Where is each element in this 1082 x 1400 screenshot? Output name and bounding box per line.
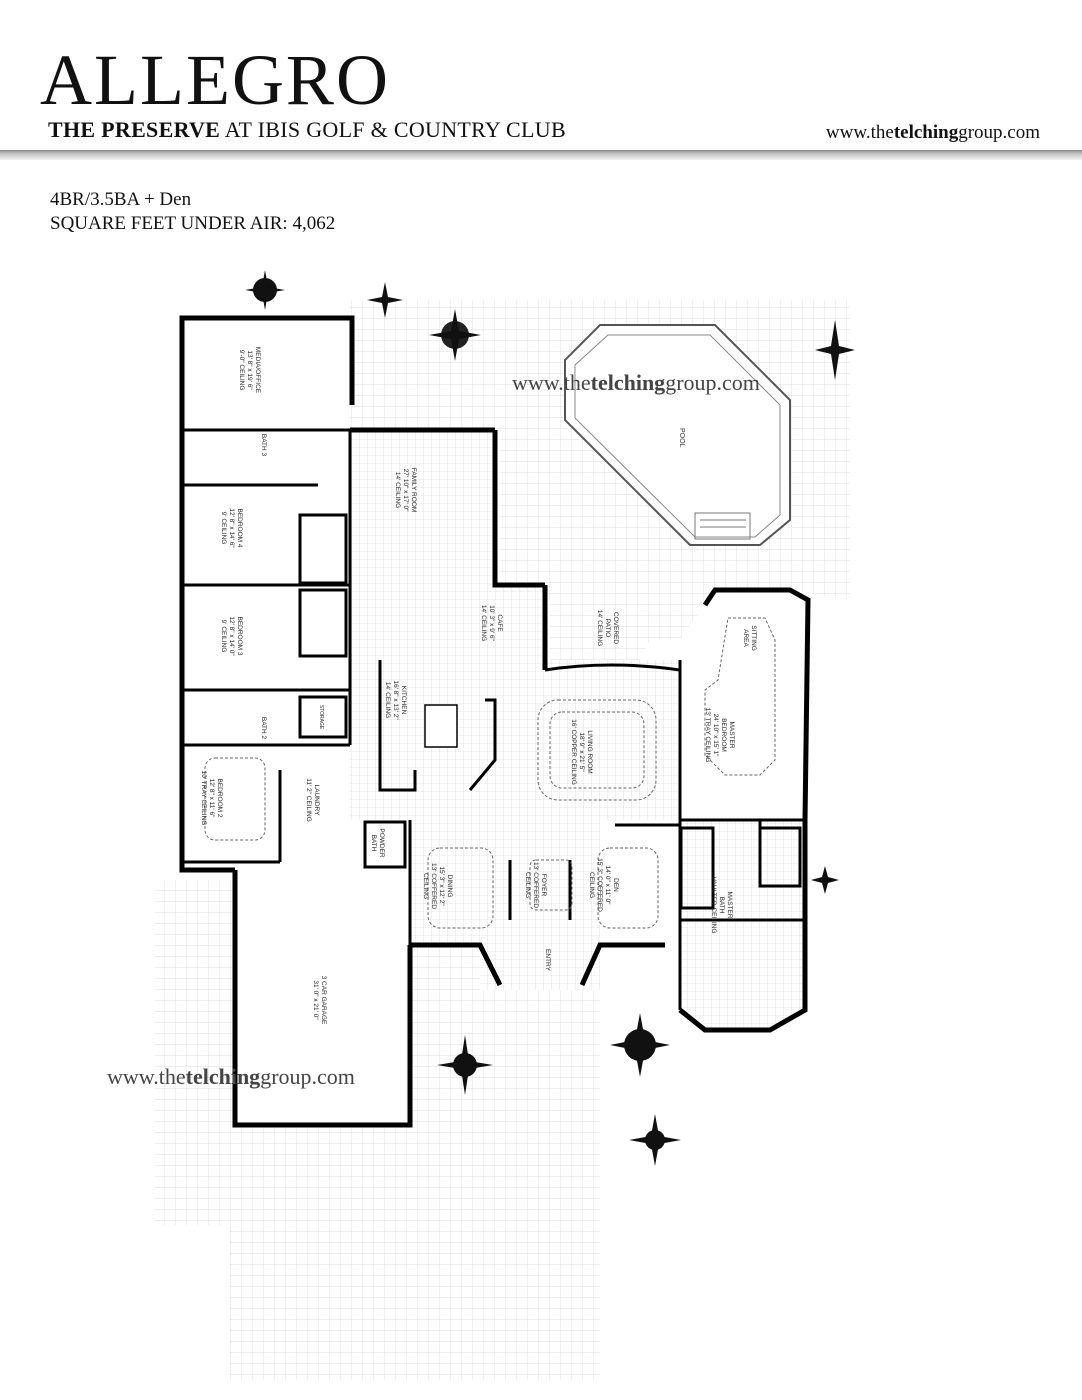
bedroom2-label: BEDROOM 212' 8" x 11' 6"10' TRAY CEILING: [200, 771, 223, 826]
page-subtitle: THE PRESERVE AT IBIS GOLF & COUNTRY CLUB: [48, 117, 566, 143]
watermark-bottom: www.thetelchinggroup.com: [107, 1064, 355, 1090]
subtitle-rest: AT IBIS GOLF & COUNTRY CLUB: [220, 117, 566, 142]
interior-walls: [182, 428, 805, 1010]
family-room-label: FAMILY ROOM27' 10" x 17' 0"14' CEILING: [394, 468, 417, 513]
plant-icon: [629, 1114, 681, 1166]
kitchen-island: [424, 704, 458, 748]
den-label: DEN14' 0" x 11' 0"15' 3" COFFEREDCEILING: [588, 858, 619, 912]
watermark-top: www.thetelchinggroup.com: [512, 370, 760, 396]
plant-icon: [367, 282, 403, 318]
watermark-part: www.the: [107, 1064, 186, 1089]
room-labels: MEDIA/OFFICE13' 8" x 19' 6"9'-0" CEILING…: [200, 347, 757, 1025]
bath3-label: BATH 3: [260, 434, 267, 457]
plant-icon: [429, 309, 481, 361]
media-office-label: MEDIA/OFFICE13' 8" x 19' 6"9'-0" CEILING: [238, 347, 261, 394]
dining-label: DINING15' 3" x 12' 2"13' COFFEREDCEILING: [422, 863, 453, 909]
foyer-label: FOYER13' COFFEREDCEILING: [524, 862, 547, 908]
cafe-label: CAFE10' 3" x 9' 6"14' CEILING: [480, 605, 503, 642]
watermark-part: www.the: [512, 370, 591, 395]
plant-icon: [811, 866, 839, 894]
website-link[interactable]: www.thetelchinggroup.com: [826, 122, 1040, 144]
landscaping: [245, 270, 855, 1166]
bedroom4-label: BEDROOM 412' 8" x 14' 6"9' CEILING: [220, 508, 243, 548]
specs-square-feet: SQUARE FEET UNDER AIR: 4,062: [50, 213, 336, 234]
plant-icon: [245, 270, 285, 310]
entry-label: ENTRY: [544, 949, 551, 972]
ceiling-outlines: [204, 617, 776, 929]
header-rule: [0, 150, 1082, 160]
watermark-part-bold: telching: [185, 1064, 261, 1089]
kitchen-label: KITCHEN16' 8" x 13' 2"14' CEILING: [384, 680, 407, 720]
plant-icon: [610, 1013, 670, 1077]
master-bath-label: MASTERBATHVAULTED CEILING: [710, 877, 733, 934]
specs: 4BR/3.5BA + Den SQUARE FEET UNDER AIR: 4…: [50, 188, 335, 236]
laundry-label: LAUNDRY11' 2" CEILING: [305, 778, 320, 822]
page-title: ALLEGRO: [40, 40, 390, 120]
powder-label: POWDERBATH: [370, 828, 385, 858]
watermark-part: group.com: [665, 370, 760, 395]
living-room-label: LIVING ROOM18' 9" x 21' 5"16' COPPER CEI…: [570, 719, 593, 785]
plant-icon: [815, 320, 855, 380]
pool: POOL: [564, 324, 791, 546]
floor-plan: POOL: [155, 270, 855, 1380]
master-bedroom-label: MASTERBEDROOM24' 10" x 15' 1"13' TRAY CE…: [704, 708, 735, 763]
pool-label: POOL: [678, 428, 685, 448]
header: ALLEGRO THE PRESERVE AT IBIS GOLF & COUN…: [0, 0, 1082, 160]
covered-patio-label: COVEREDPATIO14' CEILING: [596, 610, 619, 646]
bedroom3-label: BEDROOM 312' 8" x 14' 0"9' CEILING: [220, 616, 243, 656]
storage-label: STORAGE: [318, 705, 324, 730]
garage-label: 3 CAR GARAGE31' 0" x 21' 0": [312, 976, 327, 1025]
subtitle-bold: THE PRESERVE: [48, 117, 221, 142]
bath2-label: BATH 2: [260, 717, 267, 740]
watermark-part: group.com: [260, 1064, 355, 1089]
sitting-area-label: SITTINGAREA: [742, 625, 757, 651]
website-part: www.the: [825, 122, 894, 143]
website-part-bold: telching: [893, 122, 959, 143]
watermark-part-bold: telching: [590, 370, 666, 395]
plant-icon: [437, 1035, 493, 1095]
specs-bedrooms: 4BR/3.5BA + Den: [50, 189, 192, 210]
website-part: group.com: [958, 122, 1040, 143]
